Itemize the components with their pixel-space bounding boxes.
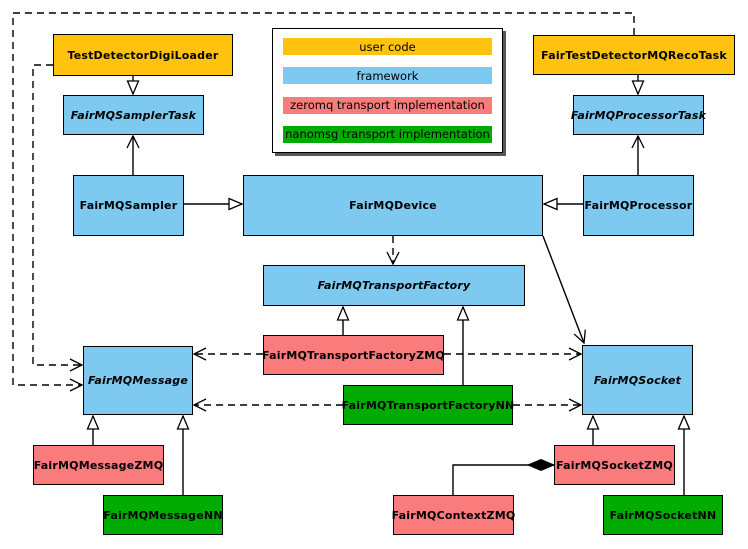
legend-item-nanomsg: nanomsg transport implementation [283,125,492,143]
node-fairmqtransportfactorynn: FairMQTransportFactoryNN [342,385,514,425]
legend-item-zeromq: zeromq transport implementation [283,96,492,114]
node-fairmqprocessortask: FairMQProcessorTask [571,95,706,135]
node-fairmqsampler: FairMQSampler [73,175,184,236]
node-testdetectordigiloader: TestDetectorDigiLoader [53,34,233,76]
node-fairtestdetectormqrecotask: FairTestDetectorMQRecoTask [533,35,735,75]
node-fairmqsocket: FairMQSocket [582,345,693,415]
node-fairmqprocessor: FairMQProcessor [583,175,694,236]
node-fairmqsamplertask: FairMQSamplerTask [63,95,204,135]
node-fairmqmessagezmq: FairMQMessageZMQ [33,445,164,485]
node-fairmqmessagenn: FairMQMessageNN [103,495,223,535]
node-fairmqdevice: FairMQDevice [243,175,543,236]
node-fairmqtransportfactoryzmq: FairMQTransportFactoryZMQ [262,335,445,375]
node-fairmqcontextzmq: FairMQContextZMQ [392,495,515,535]
legend-item-user-code: user code [283,38,492,55]
legend-item-framework: framework [283,67,492,85]
node-fairmqsocketzmq: FairMQSocketZMQ [554,445,675,485]
node-fairmqtransportfactory: FairMQTransportFactory [263,265,525,306]
node-fairmqsocketnn: FairMQSocketNN [603,495,723,535]
node-fairmqmessage: FairMQMessage [83,346,193,415]
legend: user code framework zeromq transport imp… [272,28,503,153]
